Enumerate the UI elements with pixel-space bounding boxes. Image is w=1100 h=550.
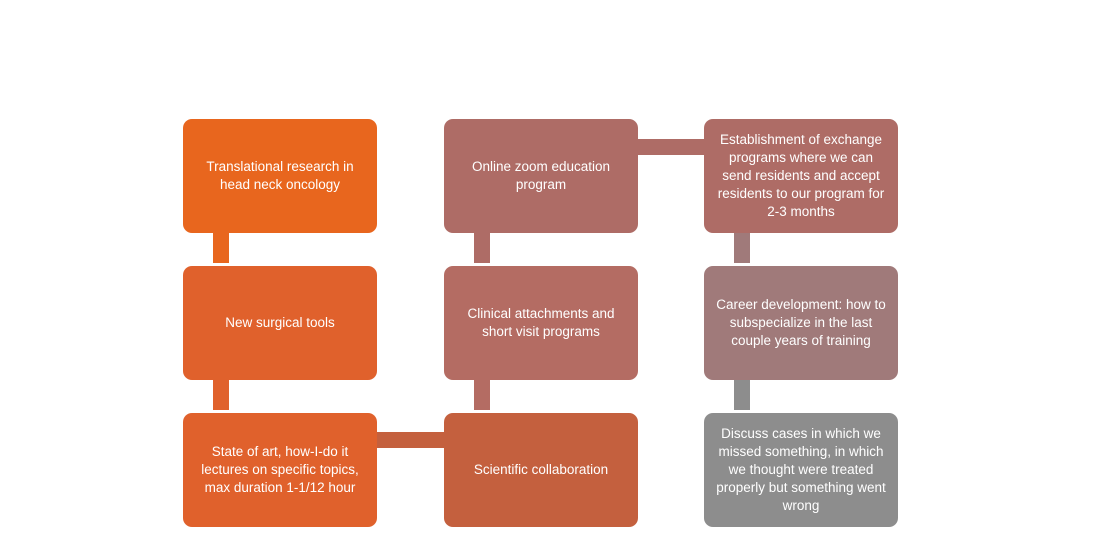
node-label: Scientific collaboration xyxy=(473,462,609,477)
node-label: State of art, how-I-do it lectures on sp… xyxy=(201,444,359,495)
node-scientific-collaboration: Scientific collaboration xyxy=(444,413,638,527)
node-clinical-attachments: Clinical attachments and short visit pro… xyxy=(444,266,638,380)
node-translational-research: Translational research in head neck onco… xyxy=(183,119,377,233)
node-label: Career development: how to subspecialize… xyxy=(716,297,886,348)
node-label: Online zoom education program xyxy=(471,159,611,192)
node-discuss-cases: Discuss cases in which we missed somethi… xyxy=(704,413,898,527)
node-career-development: Career development: how to subspecialize… xyxy=(704,266,898,380)
node-label: Translational research in head neck onco… xyxy=(206,159,354,192)
node-label: Establishment of exchange programs where… xyxy=(717,132,885,219)
node-online-zoom-education: Online zoom education program xyxy=(444,119,638,233)
connector-zoom-to-exchange xyxy=(638,139,704,155)
connector-collaboration-to-attachments xyxy=(474,380,490,410)
connector-exchange-to-career xyxy=(734,233,750,263)
node-label: Clinical attachments and short visit pro… xyxy=(467,306,615,339)
node-state-of-art-lectures: State of art, how-I-do it lectures on sp… xyxy=(183,413,377,527)
connector-lectures-to-collaboration xyxy=(377,432,444,448)
node-label: Discuss cases in which we missed somethi… xyxy=(716,426,886,513)
node-exchange-programs: Establishment of exchange programs where… xyxy=(704,119,898,233)
node-new-surgical-tools: New surgical tools xyxy=(183,266,377,380)
connector-career-to-discuss xyxy=(734,380,750,410)
connector-attachments-to-zoom xyxy=(474,233,490,263)
node-label: New surgical tools xyxy=(225,315,335,330)
connector-tools-to-lectures xyxy=(213,380,229,410)
connector-translational-to-tools xyxy=(213,233,229,263)
